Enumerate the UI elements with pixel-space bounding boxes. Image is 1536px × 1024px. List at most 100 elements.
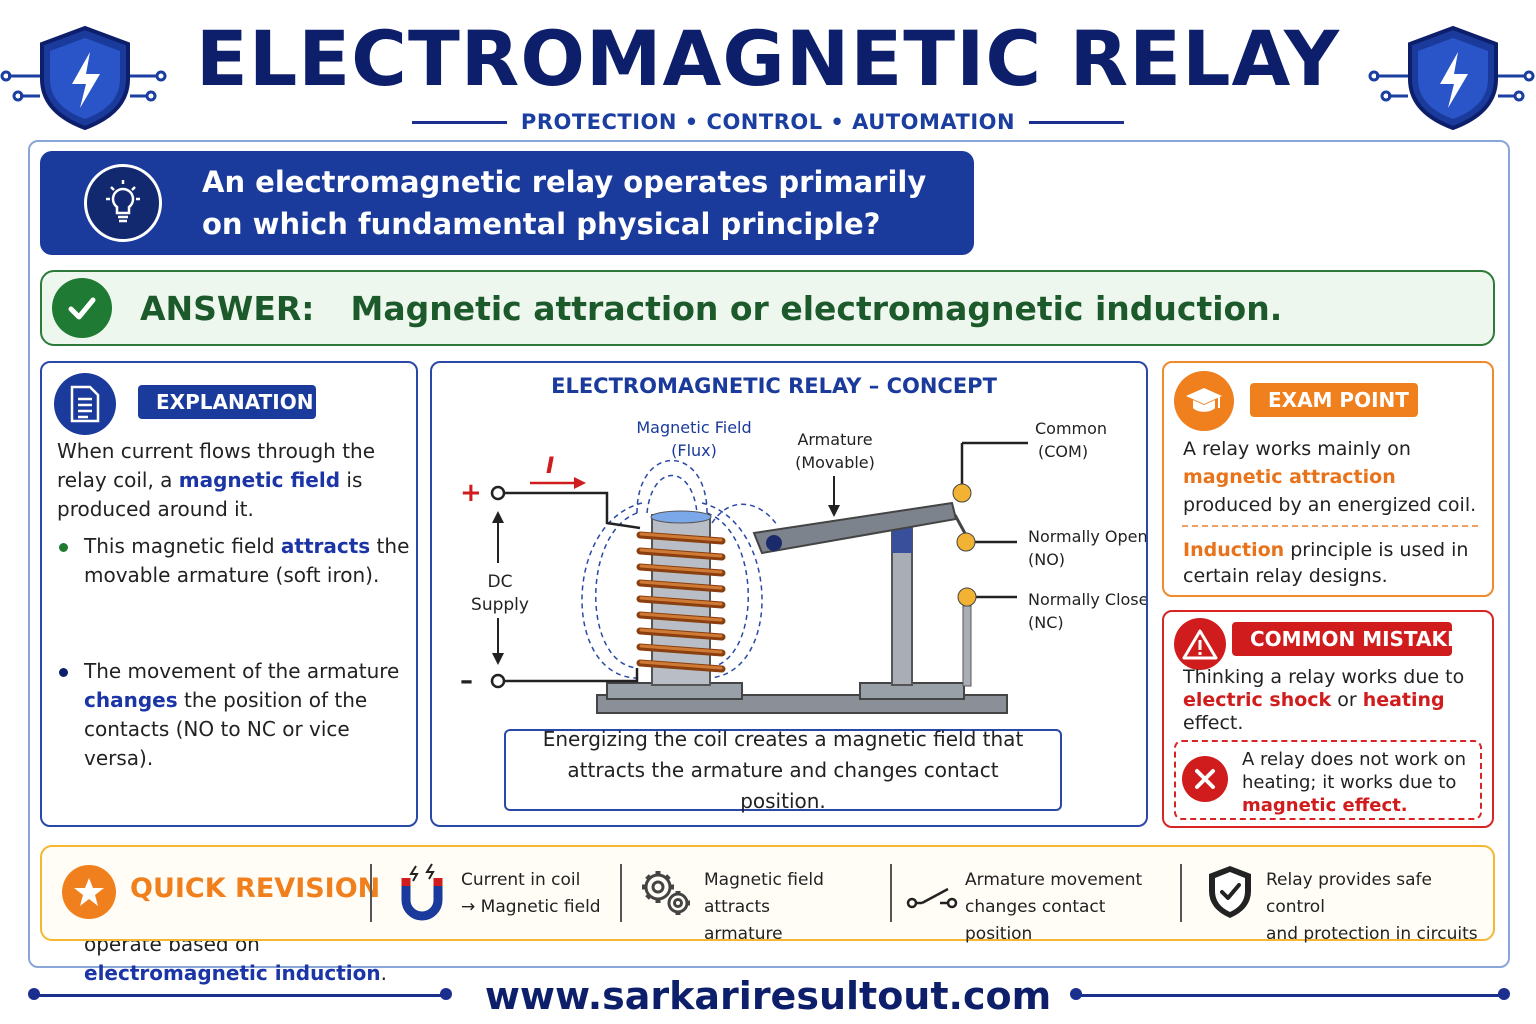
question-box: An electromagnetic relay operates primar…: [40, 151, 974, 255]
mistake-text: Thinking a relay works due to electric s…: [1183, 666, 1483, 735]
concept-title: ELECTROMAGNETIC RELAY – CONCEPT: [551, 374, 997, 398]
explanation-bullet-3-highlight: electromagnetic induction: [84, 961, 381, 985]
correction-box: A relay does not work on heating; it wor…: [1174, 740, 1482, 820]
subtitle-line-left: [411, 120, 507, 124]
answer-label: ANSWER:: [140, 288, 315, 328]
armature-pivot: [766, 535, 782, 551]
nc-label-1: Normally Closed: [1028, 590, 1146, 609]
page-title: ELECTROMAGNETIC RELAY: [195, 14, 1341, 103]
page-subtitle: PROTECTION • CONTROL • AUTOMATION: [520, 110, 1016, 134]
no-label-1: Normally Open: [1028, 527, 1146, 546]
footer-dot-right-2: [1498, 988, 1510, 1000]
exam-point-2: Induction principle is used in certain r…: [1183, 537, 1483, 589]
negative-terminal: [490, 673, 506, 689]
quick-separator-2: [620, 864, 622, 922]
gears-icon: [642, 871, 690, 915]
mistake-highlight-1: electric shock: [1183, 689, 1332, 711]
subtitle-line-right: [1029, 120, 1125, 124]
shield-bolt-logo-right: [1368, 25, 1535, 131]
quick-item-3: Armature movement changes contact positi…: [965, 867, 1170, 948]
document-icon: [54, 373, 116, 435]
positive-terminal: [490, 485, 506, 501]
explanation-intro-b: is produced around it.: [57, 468, 363, 521]
exam-point-2-highlight: Induction: [1183, 539, 1285, 561]
quick-separator-4: [1180, 864, 1182, 922]
lightbulb-icon: [84, 164, 162, 242]
dc-label-2: Supply: [471, 595, 529, 615]
footer-line-left: [34, 994, 444, 997]
quick-item-2-line-1: Magnetic field attracts: [704, 870, 824, 917]
quick-item-4-line-1: Relay provides safe control: [1266, 870, 1432, 917]
quick-item-1-line-1: Current in coil: [461, 870, 581, 890]
explanation-bullet-1-highlight: attracts: [280, 534, 371, 558]
explanation-badge: EXPLANATION: [138, 385, 316, 419]
armature-label-1: Armature: [797, 430, 872, 449]
quick-item-3-line-2: changes contact position: [965, 897, 1106, 944]
mistake-highlight-2: heating: [1362, 689, 1445, 711]
footer-url[interactable]: www.sarkariresultout.com: [484, 974, 1052, 1018]
checkmark-icon: [52, 278, 112, 338]
concept-caption: Energizing the coil creates a magnetic f…: [542, 726, 1024, 813]
explanation-bullet-2: The movement of the armature changes the…: [57, 657, 412, 773]
explanation-bullet-1-a: This magnetic field: [84, 534, 281, 558]
quick-item-4: Relay provides safe control and protecti…: [1266, 867, 1486, 948]
exam-point-1-b: produced by an energized coil.: [1183, 494, 1477, 516]
quick-item-1-line-2: → Magnetic field: [461, 897, 601, 917]
common-label-1: Common: [1035, 419, 1107, 438]
exam-point-1-a: A relay works mainly on: [1183, 438, 1411, 460]
explanation-bullet-2-a: The movement of the armature: [84, 659, 400, 683]
exam-point-1-highlight: magnetic attraction: [1183, 466, 1396, 488]
subtitle-row: PROTECTION • CONTROL • AUTOMATION: [0, 110, 1536, 134]
nc-contact: [957, 587, 977, 607]
explanation-panel: EXPLANATION When current flows through t…: [40, 361, 418, 985]
mistake-text-a: Thinking a relay works due to: [1183, 666, 1465, 688]
quick-item-2-line-2: armature: [704, 924, 783, 944]
minus-sign: –: [460, 666, 473, 696]
mistake-text-b: effect.: [1183, 712, 1244, 734]
explanation-bullet-2-highlight: changes: [84, 688, 178, 712]
exam-badge: EXAM POINT: [1250, 383, 1418, 417]
exam-point-2-b: principle is used in certain relay desig…: [1183, 539, 1469, 587]
graduation-cap-icon: [1174, 371, 1234, 431]
concept-panel: ELECTROMAGNETIC RELAY – CONCEPT: [430, 361, 1148, 827]
correction-text: A relay does not work on heating; it wor…: [1242, 748, 1482, 817]
mistake-badge: COMMON MISTAKE: [1232, 622, 1461, 656]
common-label-2: (COM): [1038, 442, 1088, 461]
concept-caption-box: Energizing the coil creates a magnetic f…: [504, 727, 1062, 813]
exam-point-panel: EXAM POINT A relay works mainly on magne…: [1162, 361, 1494, 597]
common-mistake-panel: COMMON MISTAKE Thinking a relay works du…: [1162, 610, 1494, 828]
answer-text: Magnetic attraction or electromagnetic i…: [350, 288, 1283, 328]
quick-item-2: Magnetic field attracts armature: [704, 867, 884, 948]
core-top: [650, 510, 712, 524]
exam-point-1: A relay works mainly on magnetic attract…: [1183, 435, 1483, 519]
footer-dot-left-2: [440, 988, 452, 1000]
no-contact: [956, 532, 976, 552]
shield-check-icon: [1209, 866, 1251, 918]
nc-post: [962, 605, 972, 687]
mistake-text-mid: or: [1331, 689, 1363, 711]
common-contact: [952, 483, 972, 503]
explanation-bullet-2-b: the position of the contacts (NO to NC o…: [84, 688, 368, 770]
explanation-intro-a: When current flows through the relay coi…: [57, 439, 376, 492]
explanation-intro: When current flows through the relay coi…: [57, 437, 412, 524]
exam-divider: [1182, 525, 1478, 527]
quick-revision-bar: QUICK REVISION Current in coil → Magneti…: [40, 845, 1495, 944]
quick-item-4-line-2: and protection in circuits: [1266, 924, 1478, 944]
warning-icon: [1174, 618, 1226, 670]
question-text: An electromagnetic relay operates primar…: [202, 165, 927, 241]
plus-sign: +: [460, 478, 482, 508]
relay-diagram: ELECTROMAGNETIC RELAY – CONCEPT: [460, 374, 1146, 714]
star-icon: [62, 865, 116, 919]
quick-item-3-line-1: Armature movement: [965, 870, 1143, 890]
nc-label-2: (NC): [1028, 613, 1064, 632]
field-label-2: (Flux): [671, 441, 717, 460]
correction-highlight: magnetic effect.: [1242, 795, 1408, 816]
footer-line-right: [1076, 994, 1502, 997]
armature: [752, 501, 958, 555]
current-label: I: [546, 454, 554, 479]
armature-label-2: (Movable): [795, 453, 875, 472]
quick-item-1: Current in coil → Magnetic field: [461, 867, 621, 921]
answer-box: ANSWER: Magnetic attraction or electroma…: [40, 270, 1495, 346]
explanation-intro-highlight: magnetic field: [178, 468, 341, 492]
quick-revision-title: QUICK REVISION: [130, 873, 381, 904]
